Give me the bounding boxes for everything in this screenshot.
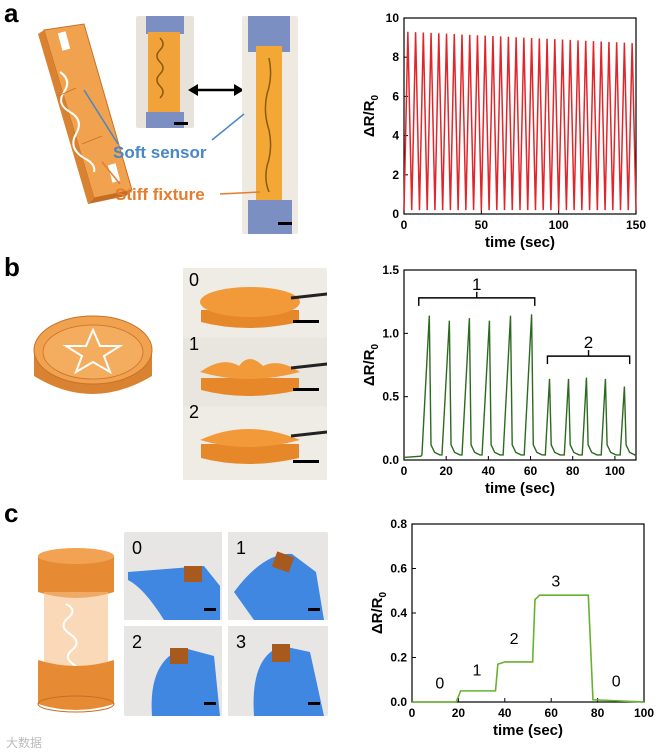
stiff-fixture-label: Stiff fixture [115,185,205,204]
x-tick-label-4: 80 [591,706,605,720]
series-line-c [412,594,645,703]
watermark-text: 大数据 [6,736,43,750]
x-tick-label-3: 150 [626,218,646,232]
y-axis-label: ΔR/R0 [369,591,389,634]
y-tick-label-4: 0.8 [390,517,407,531]
y-tick-label-2: 4 [392,129,399,143]
x-tick-label-0: 0 [409,706,416,720]
series-line-b [403,314,637,459]
bracket-1-label: 1 [472,275,481,294]
x-tick-label-3: 60 [545,706,559,720]
y-tick-label-1: 2 [392,168,399,182]
finger-fixture-cad-drawing [37,548,115,713]
y-tick-label-3: 1.5 [382,263,399,277]
plot-frame [403,269,637,461]
y-tick-label-4: 8 [392,50,399,64]
x-tick-label-2: 100 [549,218,569,232]
y-tick-label-1: 0.2 [390,651,407,665]
x-tick-label-2: 40 [498,706,512,720]
y-tick-label-2: 1.0 [382,326,399,340]
y-tick-label-2: 0.4 [390,606,407,620]
soft-sensor-label: Soft sensor [113,143,207,162]
y-tick-label-3: 0.6 [390,562,407,576]
x-tick-label-0: 0 [401,464,408,478]
step-label-4: 0 [612,673,621,690]
x-tick-label-2: 40 [482,464,496,478]
panel-letter-c: c [4,498,19,528]
y-axis-label: ΔR/R0 [361,94,381,137]
step-label-3: 3 [551,573,560,590]
x-axis-label: time (sec) [485,480,555,497]
dome-state-2-label: 2 [189,402,200,422]
dome-state-0-label: 0 [189,270,200,290]
sensor-stretched-photo [242,16,298,234]
dome-state-photos [183,268,327,480]
x-tick-label-1: 20 [440,464,454,478]
bracket-2 [546,355,631,365]
dome-sensor-cad-drawing [33,315,153,394]
x-tick-label-5: 100 [605,464,625,478]
bracket-2-label: 2 [584,333,593,352]
bracket-1 [418,297,536,306]
step-label-2: 2 [510,631,519,648]
panel-letter-a: a [4,0,19,28]
x-axis-label: time (sec) [485,234,555,250]
step-label-0: 0 [435,676,444,693]
x-tick-label-1: 20 [452,706,466,720]
chart-b: 0 20 40 60 80 100 0.0 0.5 1.0 1.5 time (sec) ΔR/R0 1… [361,263,637,497]
step-label-1: 1 [473,662,482,679]
y-tick-label-0: 0.0 [390,695,407,709]
y-tick-label-3: 6 [392,89,399,103]
panel-letter-b: b [4,252,20,282]
x-tick-label-4: 80 [566,464,580,478]
y-tick-label-5: 10 [386,11,400,25]
dome-state-1-label: 1 [189,334,200,354]
sensor-fixture-cad-drawing [38,23,133,204]
plot-frame [403,17,637,215]
series-line-a [403,31,637,211]
chart-a: 0 50 100 150 0 2 4 6 8 10 time (sec) ΔR/R0 [361,11,646,250]
finger-state-photos [124,532,328,716]
finger-state-0-label: 0 [132,538,143,558]
finger-state-1-label: 1 [236,538,247,558]
x-axis-label: time (sec) [493,722,563,739]
x-tick-label-3: 60 [524,464,538,478]
x-tick-label-1: 50 [475,218,489,232]
finger-state-2-label: 2 [132,632,143,652]
stretch-double-arrow [188,84,244,96]
plot-frame [411,523,645,703]
y-tick-label-0: 0.0 [382,453,399,467]
y-axis-label: ΔR/R0 [361,343,381,386]
sensor-unstretched-photo [136,16,194,128]
x-tick-label-0: 0 [401,218,408,232]
y-tick-label-1: 0.5 [382,390,399,404]
annotation-arrows-a [83,89,261,195]
x-tick-label-5: 100 [634,706,654,720]
finger-state-3-label: 3 [236,632,247,652]
y-tick-label-0: 0 [392,207,399,221]
